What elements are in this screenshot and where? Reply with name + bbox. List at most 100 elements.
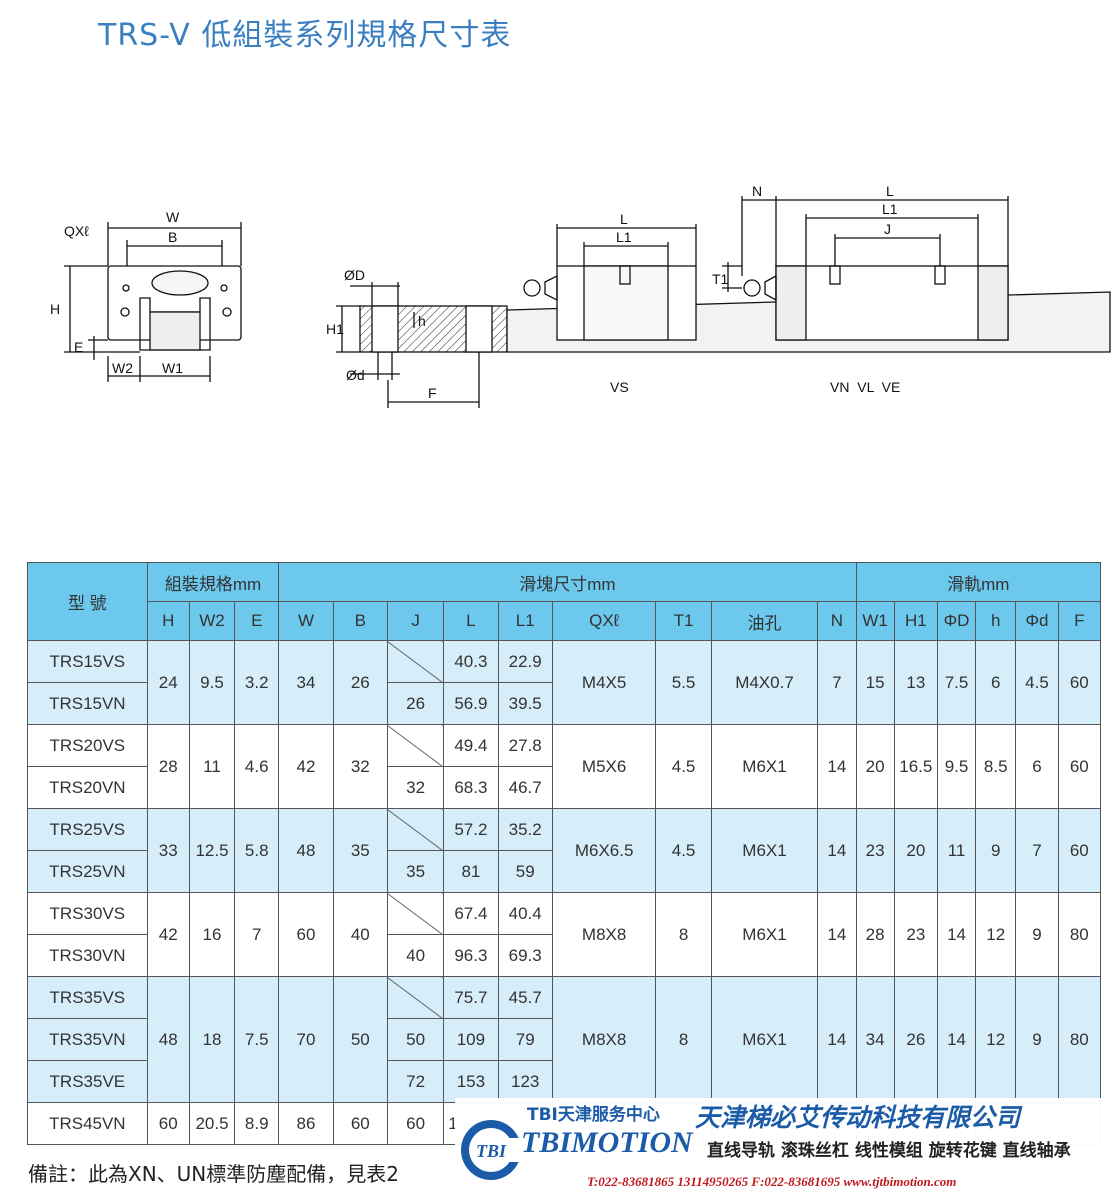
- cell: 3.2: [234, 640, 280, 725]
- label-h: H: [50, 301, 60, 317]
- cell: 72: [386, 1060, 445, 1103]
- cell: 22.9: [497, 640, 553, 683]
- cell: 7: [234, 892, 280, 977]
- cell: 69.3: [497, 934, 553, 977]
- label-t1: T1: [712, 271, 729, 287]
- label-w: W: [166, 209, 180, 225]
- label-l1-vn: L1: [882, 201, 898, 217]
- cell: 50: [332, 976, 388, 1103]
- cell: 60: [278, 892, 334, 977]
- col-header: L1: [497, 601, 553, 641]
- label-l-vn: L: [886, 183, 894, 199]
- cell: 15: [855, 640, 895, 725]
- cell: 14: [936, 892, 977, 977]
- table-row: TRS30VS 42 16 7 60 40 67.4 40.4 M8X8 8 M…: [27, 892, 1102, 977]
- label-e: E: [74, 339, 83, 355]
- col-header: E: [234, 601, 280, 641]
- cell: 12.5: [188, 808, 236, 893]
- col-header: L: [443, 601, 499, 641]
- cell: 26: [332, 640, 388, 725]
- cell: 16: [188, 892, 236, 977]
- cell: 60: [1057, 808, 1102, 893]
- brand-name: TBIMOTION: [521, 1126, 693, 1159]
- cell: 34: [855, 976, 895, 1103]
- cell-model: TRS15VS: [27, 640, 148, 683]
- table-row: TRS35VS 48 18 7.5 70 50 75.7 45.7 M8X8 8…: [27, 976, 1102, 1103]
- cell: M6X1: [710, 892, 819, 977]
- col-header: W1: [855, 601, 895, 641]
- label-qxl: QXℓ: [64, 223, 89, 239]
- col-header: ΦD: [936, 601, 977, 641]
- cell: 9: [1015, 892, 1059, 977]
- cell: 46.7: [497, 766, 553, 809]
- cell: 4.5: [655, 724, 712, 809]
- cell: 14: [817, 808, 857, 893]
- cell: 26: [386, 682, 445, 725]
- cell: 4.5: [655, 808, 712, 893]
- page-title: TRS-V 低組裝系列規格尺寸表: [98, 18, 512, 53]
- cell-model: TRS20VN: [27, 766, 148, 809]
- cell: M6X6.5: [551, 808, 657, 893]
- cell: 7: [1015, 808, 1059, 893]
- col-header: 油孔: [710, 601, 819, 641]
- cell: 86: [278, 1102, 334, 1145]
- col-header: W2: [188, 601, 236, 641]
- cell: M4X0.7: [710, 640, 819, 725]
- header-model: 型 號: [27, 562, 148, 641]
- cell: 9: [975, 808, 1017, 893]
- label-l1-vs: L1: [616, 229, 632, 245]
- cell: 60: [146, 1102, 190, 1145]
- cell: 40: [332, 892, 388, 977]
- cell: 48: [146, 976, 190, 1103]
- cell: 67.4: [443, 892, 499, 935]
- label-l-vs: L: [620, 211, 628, 227]
- label-w1: W1: [162, 360, 183, 376]
- col-header: Φd: [1015, 601, 1059, 641]
- cell-model: TRS20VS: [27, 724, 148, 767]
- cell: 5.8: [234, 808, 280, 893]
- watermark-banner: TBI TBI天津服务中心 天津梯必艾传动科技有限公司 TBIMOTION 直线…: [455, 1098, 1119, 1200]
- cell: 59: [497, 850, 553, 893]
- product-list: 直线导轨 滚珠丝杠 线性模组 旋转花键 直线轴承: [707, 1141, 1071, 1161]
- table-row: TRS35VE 72 153 123: [27, 1060, 1101, 1103]
- cell: 153: [443, 1060, 499, 1103]
- col-header: QXℓ: [551, 601, 657, 641]
- label-h1: H1: [326, 321, 344, 337]
- cell: 96.3: [443, 934, 499, 977]
- cell: 48: [278, 808, 334, 893]
- cell-model: TRS35VS: [27, 976, 148, 1019]
- tbi-logo-icon: TBI: [461, 1120, 523, 1180]
- cell: 27.8: [497, 724, 553, 767]
- table-row: TRS25VN 35 81 59: [27, 850, 1101, 893]
- caption-vn: VN VL VE: [830, 379, 900, 395]
- cell-model: TRS25VS: [27, 808, 148, 851]
- cell: 23: [893, 892, 938, 977]
- cell: 4.5: [1015, 640, 1059, 725]
- cell: M6X1: [710, 976, 819, 1103]
- cell: 32: [386, 766, 445, 809]
- cell-diagonal: [386, 808, 445, 851]
- cell: 42: [278, 724, 334, 809]
- cell: 7: [817, 640, 857, 725]
- table-row: TRS35VN 50 109 79: [27, 1018, 1101, 1061]
- cell: 13: [893, 640, 938, 725]
- cell-model: TRS30VN: [27, 934, 148, 977]
- cell-diagonal: [386, 976, 445, 1019]
- cell: 75.7: [443, 976, 499, 1019]
- contact-info: T:022-83681865 13114950265 F:022-8368169…: [587, 1174, 957, 1189]
- cell: 39.5: [497, 682, 553, 725]
- cell-model: TRS35VE: [27, 1060, 148, 1103]
- cell: 40: [386, 934, 445, 977]
- col-header: F: [1057, 601, 1102, 641]
- cell: 34: [278, 640, 334, 725]
- cell: 70: [278, 976, 334, 1103]
- cell: 50: [386, 1018, 445, 1061]
- table-row: TRS15VN 26 56.9 39.5: [27, 682, 1101, 725]
- cell-diagonal: [386, 892, 445, 935]
- cell: 9.5: [936, 724, 977, 809]
- cell: 20: [893, 808, 938, 893]
- cell: 5.5: [655, 640, 712, 725]
- cell: 57.2: [443, 808, 499, 851]
- label-b: B: [168, 229, 177, 245]
- cell: 24: [146, 640, 190, 725]
